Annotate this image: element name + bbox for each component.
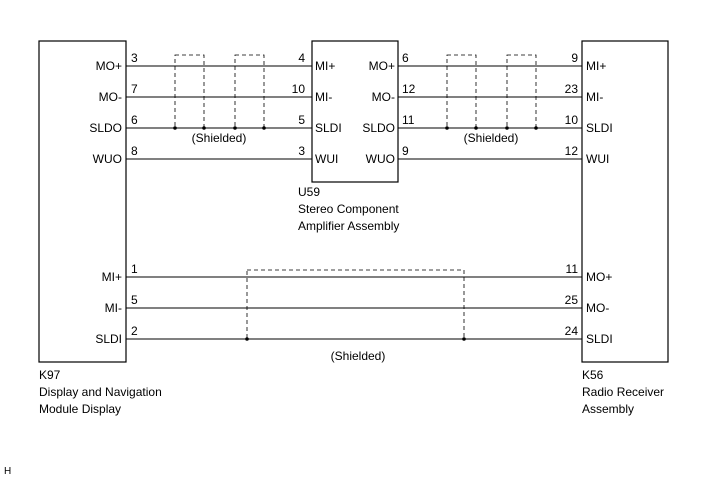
u59-name-line1: Stereo Component [298,202,399,216]
pin-number: 9 [402,144,409,158]
shield-bottom [246,269,465,340]
k56-pin-name: SLDI [586,332,613,346]
k97-pin-name: SLDO [89,121,122,135]
u59-pin-name: MO+ [369,59,395,73]
pin-number: 6 [131,113,138,127]
shield-dot [534,126,538,130]
shield-label: (Shielded) [331,349,386,363]
k97-pin-name: MO+ [96,59,122,73]
pin-number: 8 [131,144,138,158]
u59-code: U59 [298,185,320,199]
u59-pin-name: WUI [315,152,338,166]
pin-number: 4 [298,51,305,65]
pin-number: 25 [565,293,579,307]
pin-number: 2 [131,324,138,338]
k56-pin-name: MI- [586,90,603,104]
k56-pin-name: MI+ [586,59,606,73]
pin-number: 24 [565,324,579,338]
k56-pin-name: MO- [586,301,609,315]
corner-mark: H [4,466,11,477]
pin-number: 3 [298,144,305,158]
shield-dot [262,126,266,130]
pin-number: 5 [131,293,138,307]
pin-number: 5 [298,113,305,127]
shield-label: (Shielded) [192,131,247,145]
k56-name-line2: Assembly [582,402,634,416]
k56-name-line1: Radio Receiver [582,385,664,399]
u59-box [311,40,399,183]
pin-number: 7 [131,82,138,96]
pin-number: 3 [131,51,138,65]
k56-box [581,40,669,363]
pin-number: 6 [402,51,409,65]
shield-dot [462,337,466,341]
pin-number: 23 [565,82,579,96]
shield-dot [505,126,509,130]
pin-number: 12 [402,82,416,96]
u59-name-line2: Amplifier Assembly [298,219,399,233]
pin-number: 11 [566,262,579,276]
shield-right-b [506,54,537,129]
shield-dot [445,126,449,130]
shield-dot [474,126,478,130]
shield-dot [202,126,206,130]
shield-label: (Shielded) [464,131,519,145]
k56-code: K56 [582,368,604,382]
k97-name-line2: Module Display [39,402,121,416]
shield-left-b [234,54,265,129]
u59-pin-name: MI+ [315,59,335,73]
k97-code: K97 [39,368,61,382]
shield-dot [173,126,177,130]
k97-pin-name: MI- [105,301,122,315]
pin-number: 9 [571,51,578,65]
k56-pin-name: MO+ [586,270,612,284]
k97-name-line1: Display and Navigation [39,385,162,399]
k97-pin-name: MI+ [102,270,122,284]
k97-pin-name: MO- [99,90,122,104]
u59-pin-name: SLDO [362,121,395,135]
k56-pin-name: WUI [586,152,609,166]
u59-pin-name: SLDI [315,121,342,135]
u59-pin-name: MO- [372,90,395,104]
pin-number: 1 [131,262,138,276]
pin-number: 12 [565,144,579,158]
pin-number: 10 [292,82,306,96]
k97-pin-name: WUO [93,152,122,166]
pin-number: 11 [402,113,415,127]
u59-pin-name: WUO [366,152,395,166]
k97-box [38,40,127,363]
shield-left-a [174,54,205,129]
shield-right-a [446,54,477,129]
pin-number: 10 [565,113,579,127]
shield-dot [245,337,249,341]
k97-pin-name: SLDI [95,332,122,346]
u59-pin-name: MI- [315,90,332,104]
k56-pin-name: SLDI [586,121,613,135]
shield-dot [233,126,237,130]
